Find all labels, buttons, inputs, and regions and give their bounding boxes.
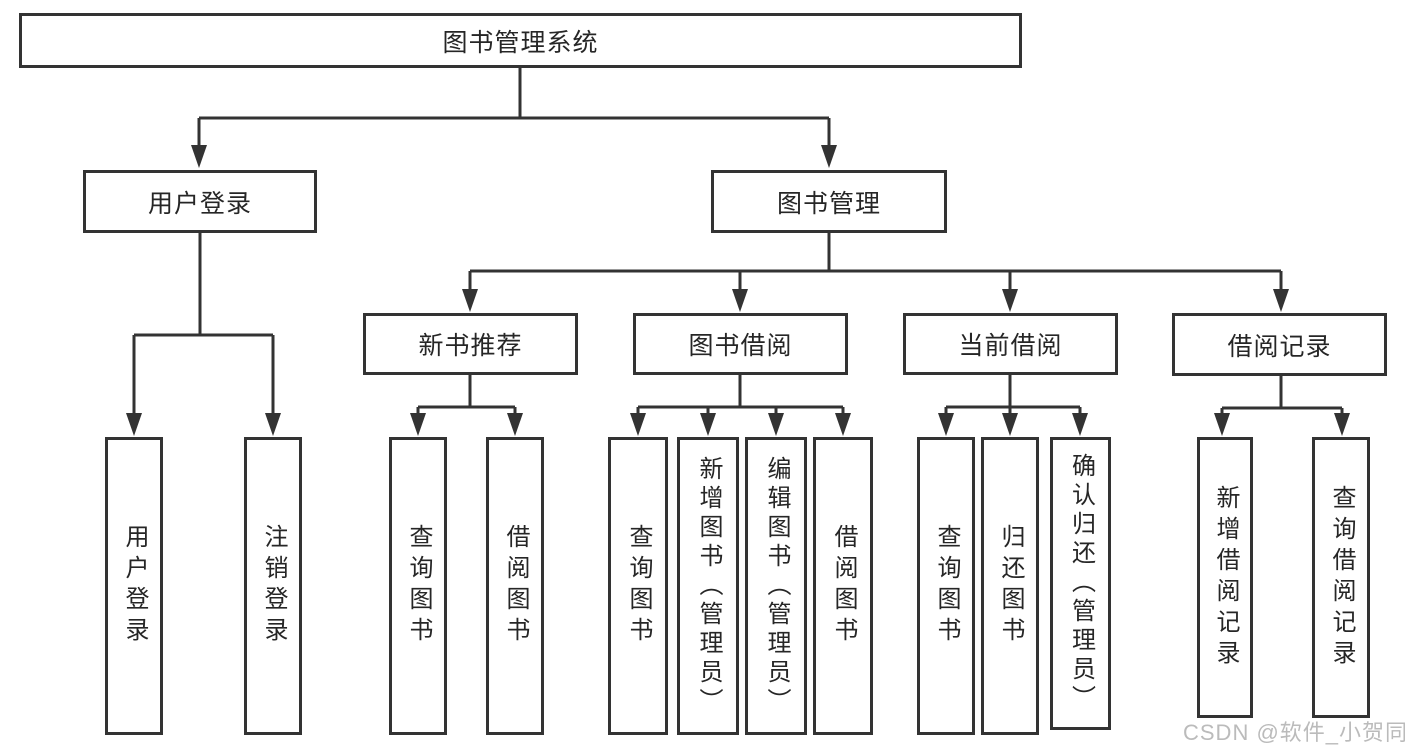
leaf-query-borrow-record: 查询借阅记录 [1312,437,1370,718]
leaf-query-books-recommend: 查询图书 [389,437,447,735]
node-new-book-recommend: 新书推荐 [363,313,578,375]
node-current-borrowing: 当前借阅 [903,313,1118,375]
leaf-query-books-borrowing: 查询图书 [608,437,668,735]
leaf-user-login: 用户登录 [105,437,163,735]
leaf-edit-books-admin: 编辑图书（管理员） [745,437,807,735]
arrowheads [126,145,1350,436]
leaf-confirm-return-admin: 确认归还（管理员） [1050,437,1111,730]
node-user-login: 用户登录 [83,170,317,233]
leaf-add-borrow-record: 新增借阅记录 [1197,437,1253,718]
csdn-watermark: CSDN @软件_小贺同学 [1183,720,1405,745]
leaf-return-books: 归还图书 [981,437,1039,735]
leaf-logout: 注销登录 [244,437,302,735]
node-system-root: 图书管理系统 [19,13,1022,68]
leaf-query-books-current: 查询图书 [917,437,975,735]
leaf-borrow-books-recommend: 借阅图书 [486,437,544,735]
node-book-borrowing: 图书借阅 [633,313,848,375]
node-book-management: 图书管理 [711,170,947,233]
node-borrowing-records: 借阅记录 [1172,313,1387,376]
leaf-borrow-books: 借阅图书 [813,437,873,735]
leaf-add-books-admin: 新增图书（管理员） [677,437,739,735]
